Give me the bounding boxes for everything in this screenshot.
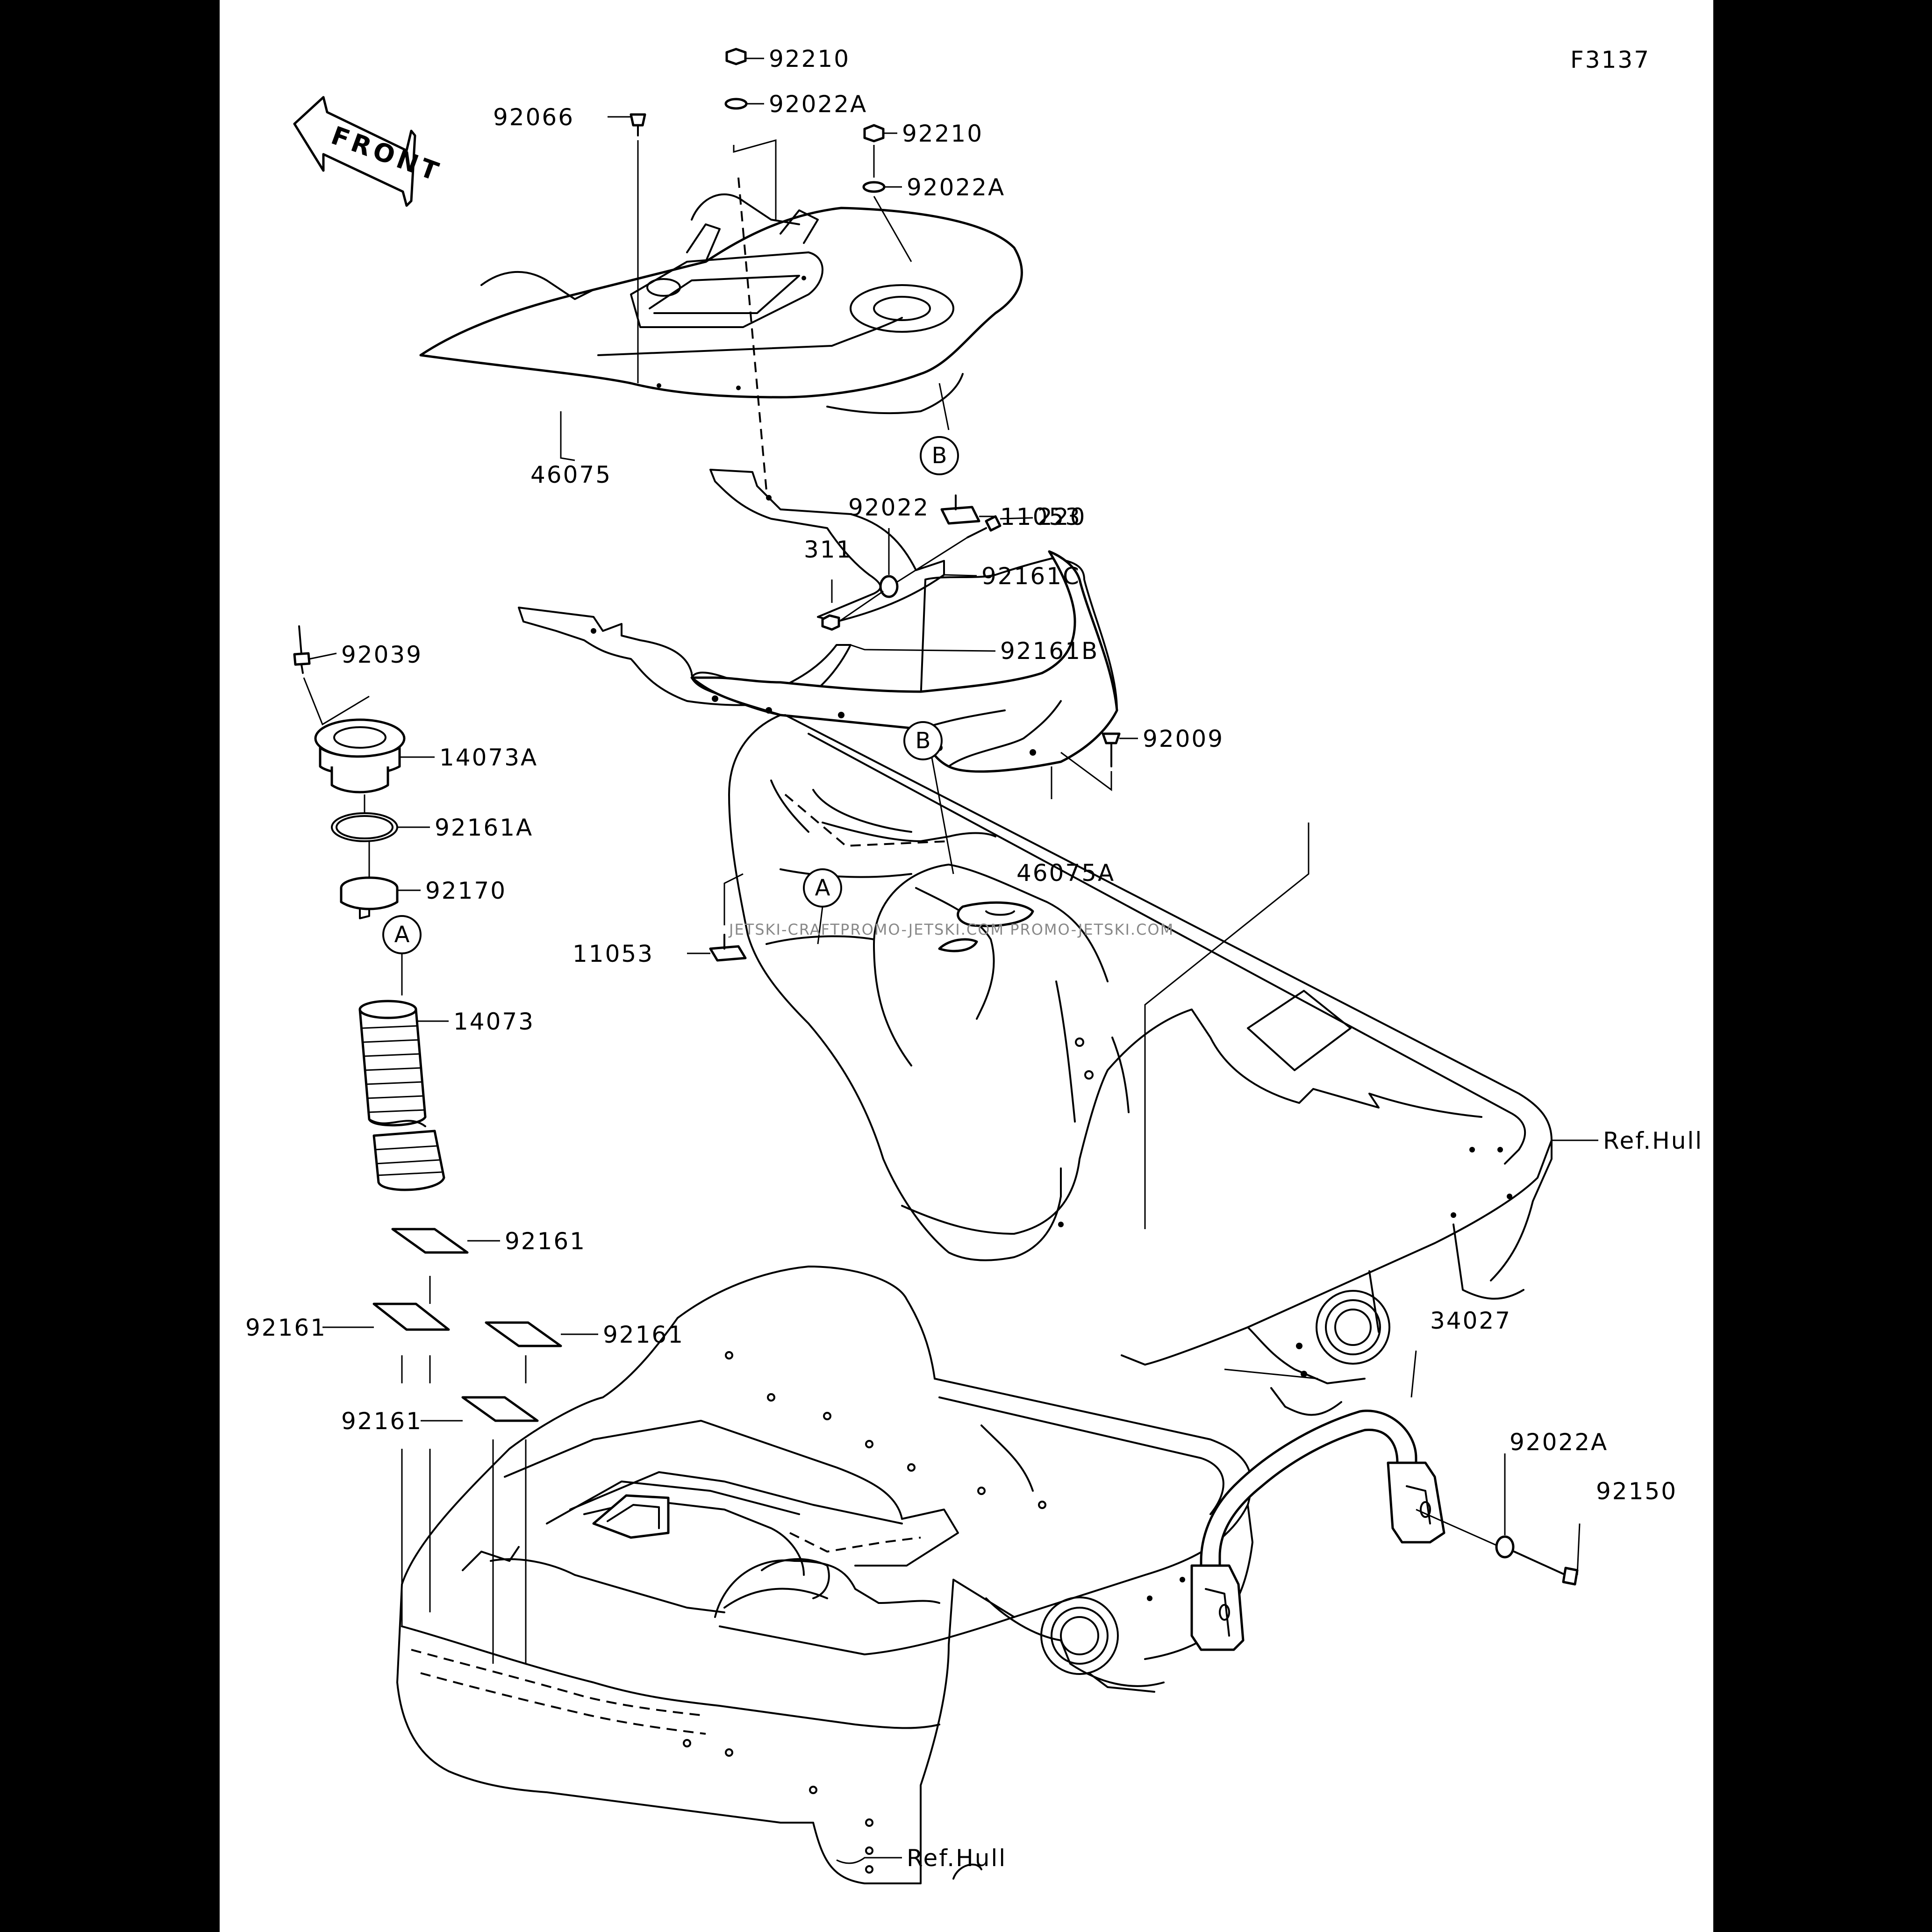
front-hood-46075A bbox=[690, 550, 1118, 773]
sticker-92161-c-icon bbox=[485, 1321, 562, 1347]
label-92161-c: 92161 bbox=[603, 1321, 684, 1348]
washer-92022-icon bbox=[879, 575, 899, 598]
label-14073A: 14073A bbox=[439, 744, 538, 771]
label-14073: 14073 bbox=[453, 1008, 535, 1035]
label-92161-a: 92161 bbox=[505, 1228, 586, 1255]
clip-11053-lower-icon bbox=[709, 934, 747, 962]
gasket-92161C bbox=[709, 469, 945, 623]
sticker-92161-a-icon bbox=[391, 1228, 469, 1254]
screw-92009-icon bbox=[1102, 732, 1121, 767]
label-92022A-c: 92022A bbox=[1510, 1429, 1608, 1456]
cap-92039-icon bbox=[293, 625, 311, 674]
gasket-92161B bbox=[518, 607, 852, 706]
label-ref-hull-a: Ref.Hull bbox=[1603, 1127, 1703, 1154]
fastener-92210-b-icon bbox=[863, 124, 885, 143]
label-92039: 92039 bbox=[341, 641, 422, 668]
parts-diagram: FRONT F3137 bbox=[245, 45, 1703, 1884]
screw-92150-icon bbox=[1513, 1551, 1579, 1586]
clip-11053-upper-icon bbox=[940, 494, 980, 525]
label-46075: 46075 bbox=[530, 461, 612, 488]
deck-cover-46075 bbox=[419, 193, 1023, 415]
callout-b-lower: B bbox=[916, 728, 931, 754]
label-92210-b: 92210 bbox=[902, 120, 983, 147]
label-34027: 34027 bbox=[1430, 1307, 1511, 1334]
label-92150: 92150 bbox=[1596, 1478, 1677, 1505]
washer-92022A-b-icon bbox=[862, 181, 886, 193]
callout-b-upper: B bbox=[932, 443, 947, 469]
label-92009: 92009 bbox=[1143, 725, 1224, 752]
watermark: JETSKI-CRAFTPROMO-JETSKI.COM PROMO-JETSK… bbox=[728, 921, 1174, 938]
label-311: 311 bbox=[804, 536, 852, 563]
screw-220-icon bbox=[966, 515, 1002, 538]
fuel-hose-14073 bbox=[358, 1000, 445, 1191]
clamp-92170 bbox=[340, 876, 399, 919]
sticker-92161-b-icon bbox=[372, 1302, 450, 1331]
callout-a-upper: A bbox=[815, 875, 830, 901]
label-92210-a: 92210 bbox=[769, 45, 850, 72]
label-92170: 92170 bbox=[425, 877, 507, 904]
label-92161C: 92161C bbox=[981, 563, 1080, 590]
front-arrow-icon: FRONT bbox=[293, 96, 446, 207]
fastener-92210-a-icon bbox=[725, 48, 747, 65]
label-11053-b: 11053 bbox=[572, 940, 654, 967]
o-ring-92161A bbox=[331, 812, 398, 842]
label-92066: 92066 bbox=[493, 104, 574, 131]
label-220: 220 bbox=[1038, 503, 1086, 530]
label-92161B: 92161B bbox=[1000, 637, 1099, 665]
screw-92066-icon bbox=[630, 113, 646, 136]
label-92022: 92022 bbox=[848, 494, 930, 521]
hull-upper bbox=[728, 714, 1553, 1416]
filler-neck-14073A bbox=[314, 718, 406, 794]
label-46075A: 46075A bbox=[1016, 859, 1115, 887]
label-92161-d: 92161 bbox=[341, 1408, 422, 1435]
label-92022A-a: 92022A bbox=[769, 91, 867, 118]
washer-92022A-c-icon bbox=[1495, 1535, 1515, 1559]
grab-handle-34027 bbox=[1190, 1410, 1445, 1651]
washer-92022A-a-icon bbox=[724, 98, 748, 110]
label-11053-a: 11053 bbox=[1000, 503, 1081, 530]
diagram-sheet: FRONT F3137 bbox=[220, 0, 1713, 1932]
nut-311-icon bbox=[821, 614, 840, 631]
sticker-92161-d-icon bbox=[461, 1396, 539, 1422]
label-92022A-b: 92022A bbox=[907, 174, 1005, 201]
hull-lower bbox=[396, 1266, 1253, 1884]
callout-a-lower: A bbox=[394, 922, 410, 948]
figure-code: F3137 bbox=[1570, 46, 1650, 73]
label-92161-b: 92161 bbox=[245, 1314, 327, 1341]
label-92161A: 92161A bbox=[435, 814, 533, 841]
label-ref-hull-b: Ref.Hull bbox=[907, 1845, 1007, 1872]
